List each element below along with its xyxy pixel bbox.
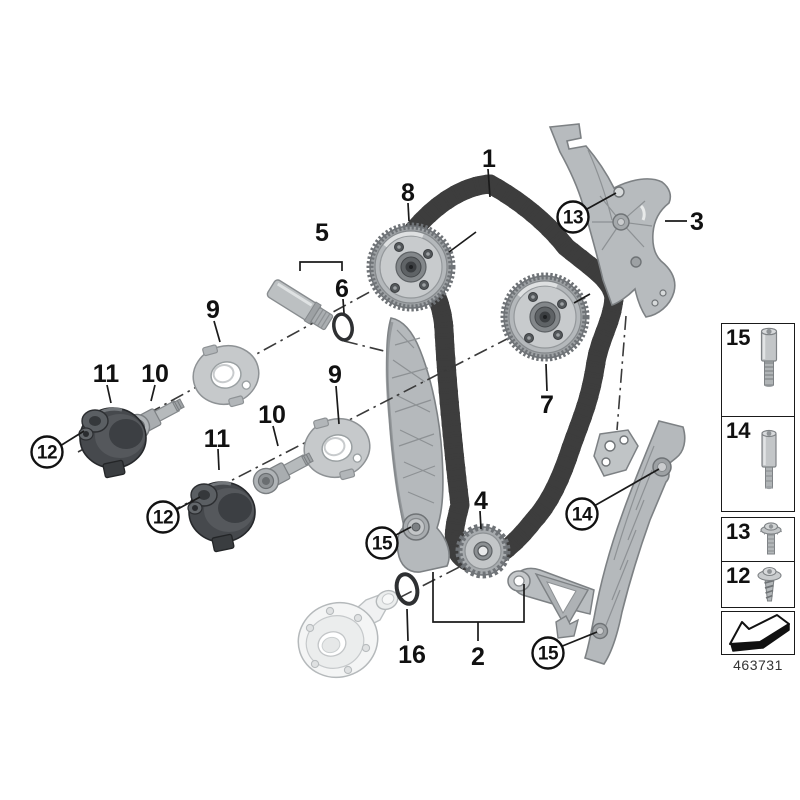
svg-text:8: 8 bbox=[401, 179, 415, 207]
svg-text:2: 2 bbox=[471, 643, 485, 671]
svg-text:1: 1 bbox=[482, 145, 496, 173]
guide-rail-top-right bbox=[548, 123, 676, 318]
legend-label-12: 12 bbox=[726, 562, 751, 588]
callout-layer: 1 8 13 3 56 9 10 11 12 9 10 11 12 7 4 15 16 2 14 15 bbox=[30, 145, 704, 671]
legend-label-15: 15 bbox=[726, 325, 751, 350]
svg-text:11: 11 bbox=[93, 360, 120, 388]
diagram-part-number: 463731 bbox=[733, 657, 783, 673]
trigger-wheel-2 bbox=[303, 417, 371, 481]
crank-hub bbox=[297, 589, 399, 679]
callout-11[interactable]: 11 bbox=[204, 425, 231, 453]
callout-7[interactable]: 7 bbox=[540, 391, 554, 419]
vanos-actuator-1 bbox=[78, 407, 147, 479]
callout-2[interactable]: 2 bbox=[471, 643, 485, 671]
svg-text:5: 5 bbox=[315, 219, 329, 247]
callout-5[interactable]: 5 bbox=[315, 219, 329, 247]
svg-text:13: 13 bbox=[563, 208, 583, 229]
svg-text:9: 9 bbox=[328, 361, 342, 389]
circled-callout-15[interactable]: 15 bbox=[365, 526, 399, 560]
vanos-gear-7 bbox=[500, 272, 590, 362]
callout-6[interactable]: 6 bbox=[335, 275, 349, 303]
circled-callout-14[interactable]: 14 bbox=[565, 497, 599, 531]
callout-9[interactable]: 9 bbox=[328, 361, 342, 389]
rail-mount-plate bbox=[593, 429, 639, 477]
svg-text:12: 12 bbox=[153, 508, 173, 529]
svg-text:7: 7 bbox=[540, 391, 554, 419]
callout-11[interactable]: 11 bbox=[93, 360, 120, 388]
callout-3[interactable]: 3 bbox=[690, 208, 704, 236]
legend-direction-box[interactable] bbox=[721, 611, 795, 655]
svg-text:3: 3 bbox=[690, 208, 704, 236]
timing-chain bbox=[403, 174, 624, 563]
svg-text:12: 12 bbox=[37, 443, 57, 464]
o-ring-16 bbox=[394, 572, 420, 606]
svg-text:15: 15 bbox=[372, 534, 393, 555]
circled-callout-12[interactable]: 12 bbox=[30, 435, 64, 469]
solenoid-valve bbox=[266, 279, 334, 331]
callout-10[interactable]: 10 bbox=[141, 360, 169, 388]
svg-text:10: 10 bbox=[141, 360, 169, 388]
legend-item-12[interactable]: 12 bbox=[721, 560, 795, 608]
legend-label-13: 13 bbox=[726, 519, 751, 544]
circled-callout-13[interactable]: 13 bbox=[556, 200, 590, 234]
washer-head-screw-icon bbox=[757, 566, 782, 601]
stud-bolt-long-icon bbox=[760, 327, 778, 387]
stud-bolt-short-icon bbox=[761, 429, 777, 489]
callout-16[interactable]: 16 bbox=[398, 641, 426, 669]
svg-text:11: 11 bbox=[204, 425, 231, 453]
central-bolt-2 bbox=[252, 452, 314, 495]
circled-callout-15[interactable]: 15 bbox=[531, 636, 565, 670]
svg-text:16: 16 bbox=[398, 641, 426, 669]
leader-lines bbox=[59, 168, 687, 648]
vanos-actuator-2 bbox=[187, 481, 256, 553]
crank-sprocket bbox=[455, 523, 511, 579]
flange-bolt-icon bbox=[760, 522, 782, 555]
svg-text:14: 14 bbox=[572, 505, 593, 526]
axis-line-lower bbox=[167, 321, 541, 514]
guide-rail-lower-right bbox=[507, 420, 686, 665]
callout-9[interactable]: 9 bbox=[206, 296, 220, 324]
rail-bottom-clip bbox=[555, 615, 580, 639]
axis-line-right bbox=[616, 315, 627, 431]
callout-10[interactable]: 10 bbox=[258, 401, 286, 429]
callout-4[interactable]: 4 bbox=[474, 487, 488, 515]
tensioner-rail bbox=[385, 317, 450, 573]
legend-item-14[interactable]: 14 bbox=[721, 415, 795, 512]
svg-text:4: 4 bbox=[474, 487, 488, 515]
legend-item-13[interactable]: 13 bbox=[721, 517, 795, 562]
direction-arrow-icon bbox=[728, 613, 790, 652]
svg-text:9: 9 bbox=[206, 296, 220, 324]
svg-text:15: 15 bbox=[538, 644, 559, 665]
circled-callout-12[interactable]: 12 bbox=[146, 500, 180, 534]
svg-text:10: 10 bbox=[258, 401, 286, 429]
vanos-gear-8 bbox=[366, 222, 456, 312]
callout-1[interactable]: 1 bbox=[482, 145, 496, 173]
trigger-wheel-1 bbox=[192, 344, 260, 408]
o-ring-6 bbox=[332, 312, 354, 342]
legend-label-14: 14 bbox=[726, 417, 751, 443]
legend-item-15[interactable]: 15 bbox=[721, 323, 795, 417]
svg-text:6: 6 bbox=[335, 275, 349, 303]
callout-8[interactable]: 8 bbox=[401, 179, 415, 207]
